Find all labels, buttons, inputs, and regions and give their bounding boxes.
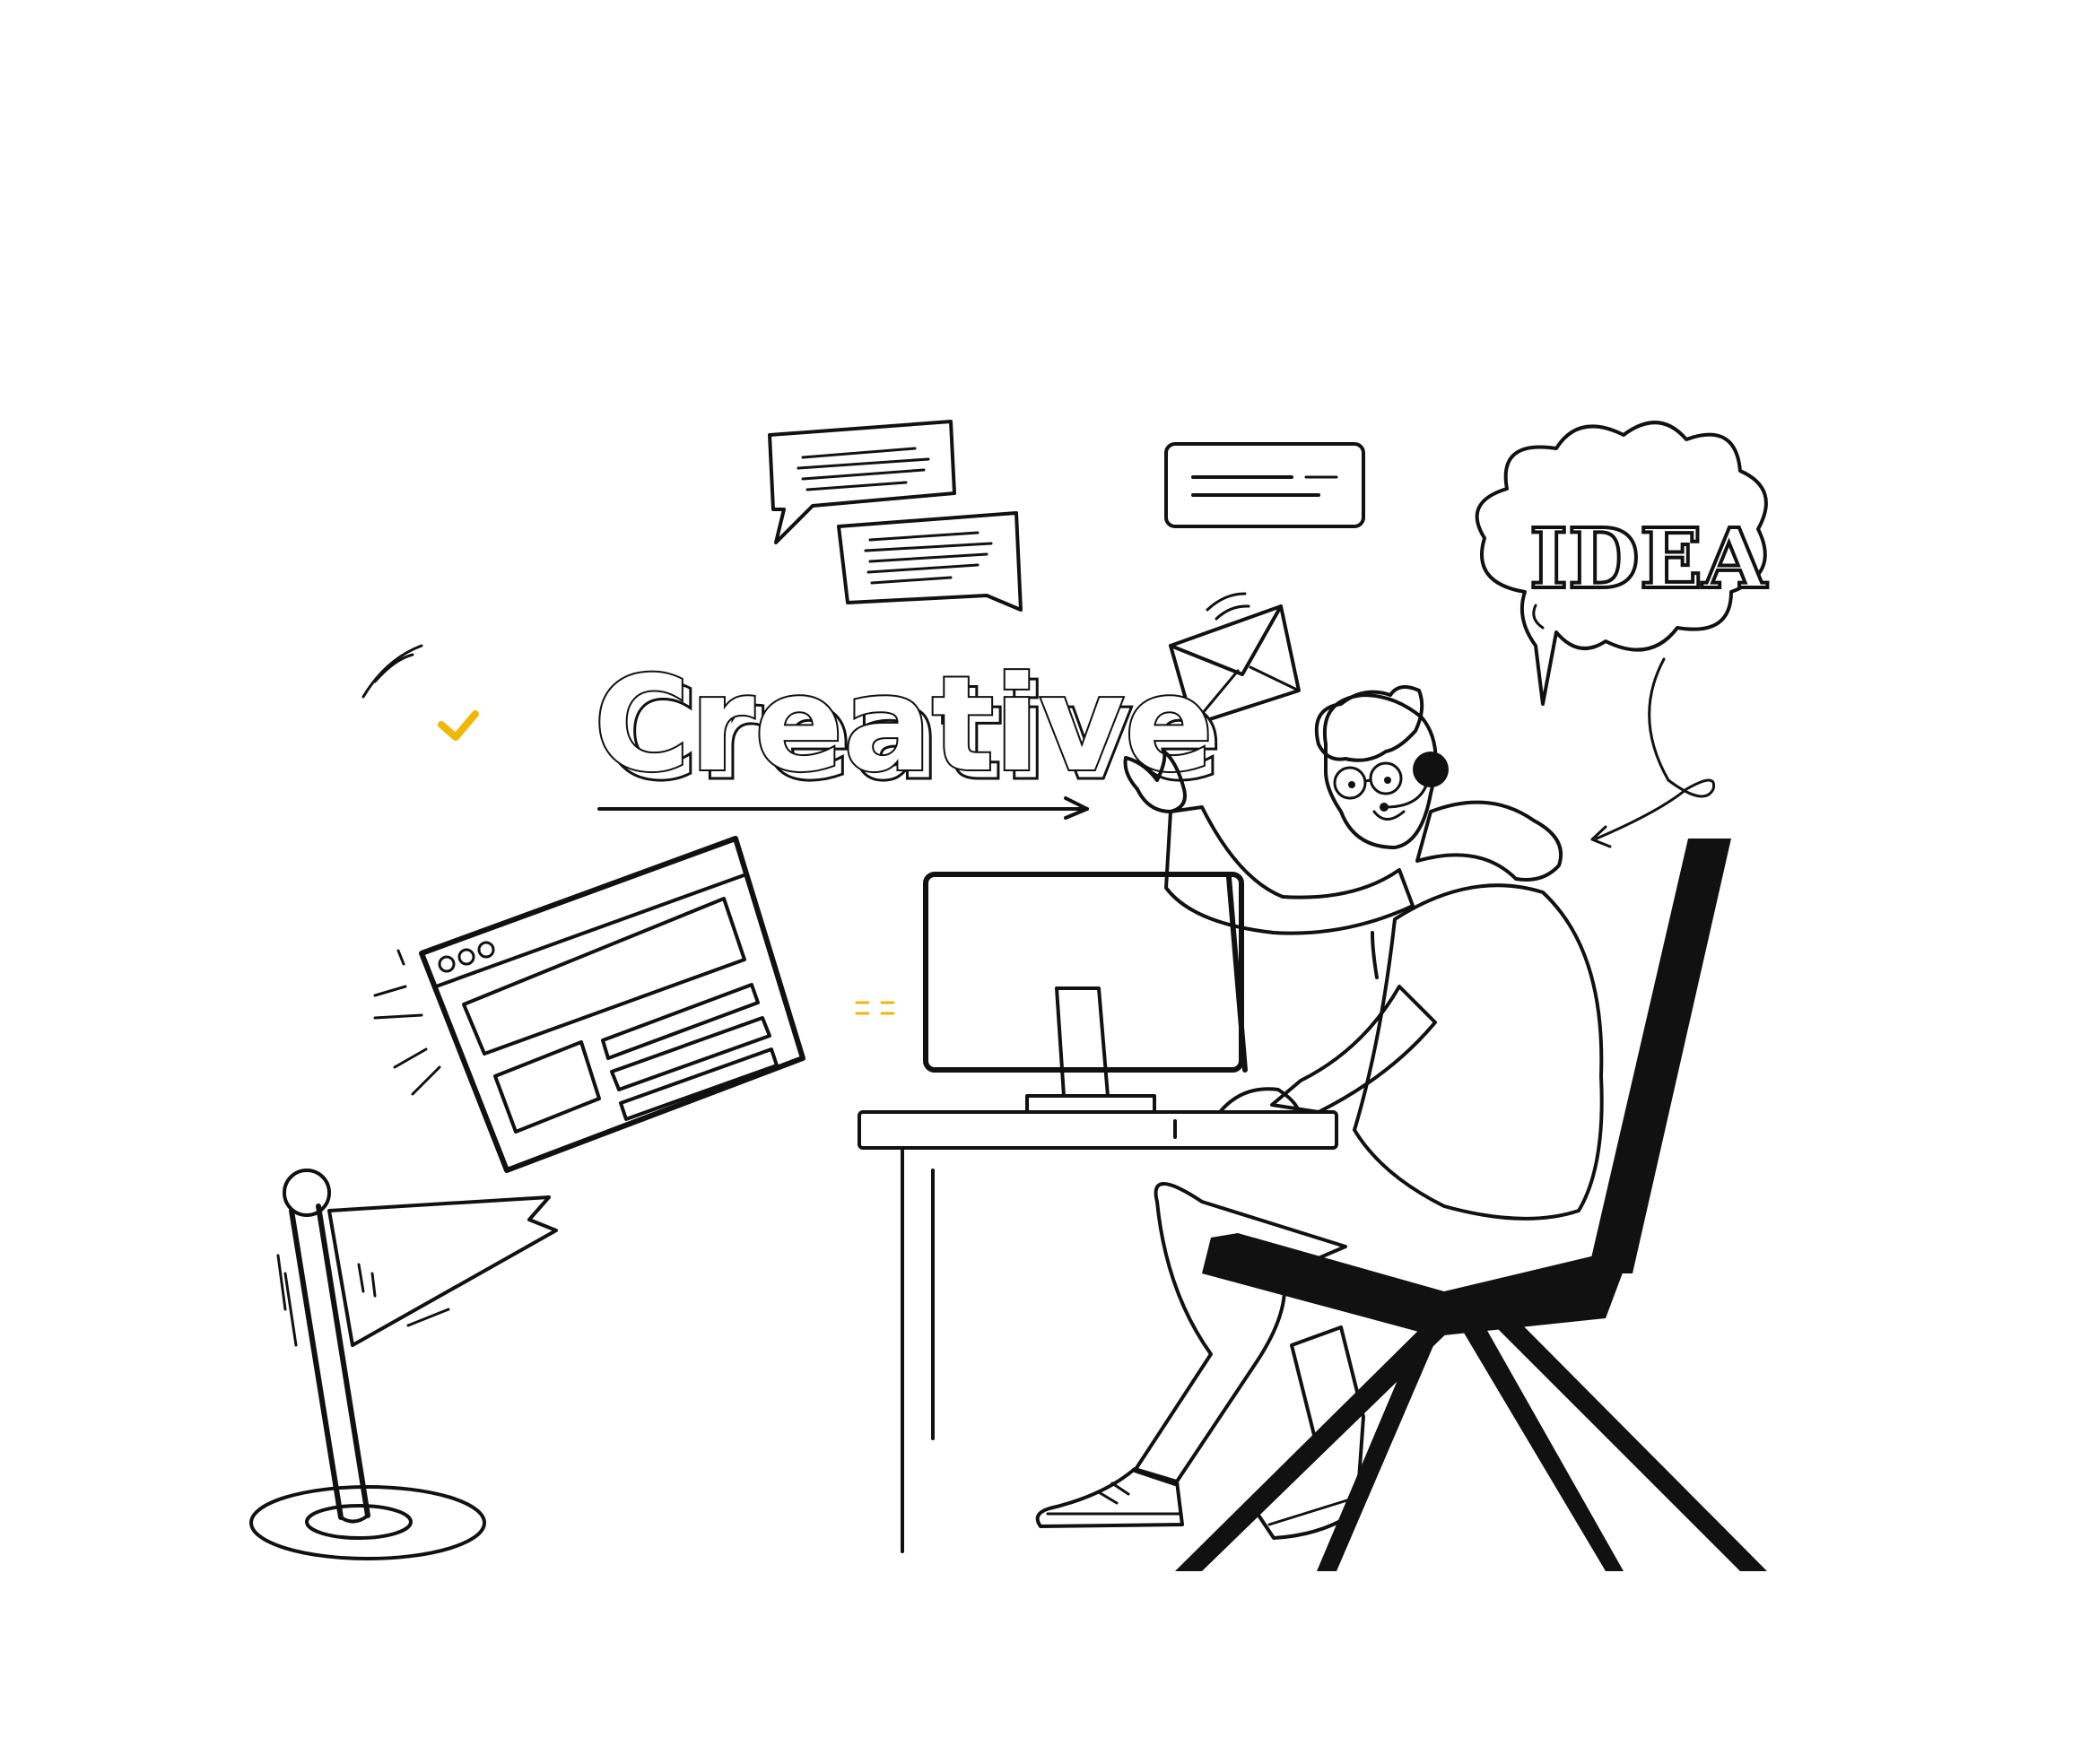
checkmark-icon	[361, 644, 479, 741]
browser-window-icon	[373, 836, 805, 1173]
headline: Creative Creative	[592, 647, 1223, 812]
chair	[1175, 839, 1767, 1571]
monitor	[923, 872, 1248, 1114]
thought-cloud-icon: IDEA	[1475, 421, 1770, 848]
headline-text: Creative	[594, 648, 1214, 801]
arrow-icon	[597, 796, 1089, 820]
svg-text:Creative: Creative	[603, 657, 1223, 810]
chat-bubble-icon	[768, 420, 956, 544]
accent-dashes	[855, 1001, 895, 1015]
text-card-icon	[1164, 442, 1365, 528]
envelope-icon	[1169, 592, 1301, 726]
flag-icon	[249, 1169, 558, 1560]
chat-bubble-icon	[837, 511, 1023, 612]
idea-text: IDEA	[1529, 510, 1768, 607]
person	[1035, 685, 1604, 1540]
